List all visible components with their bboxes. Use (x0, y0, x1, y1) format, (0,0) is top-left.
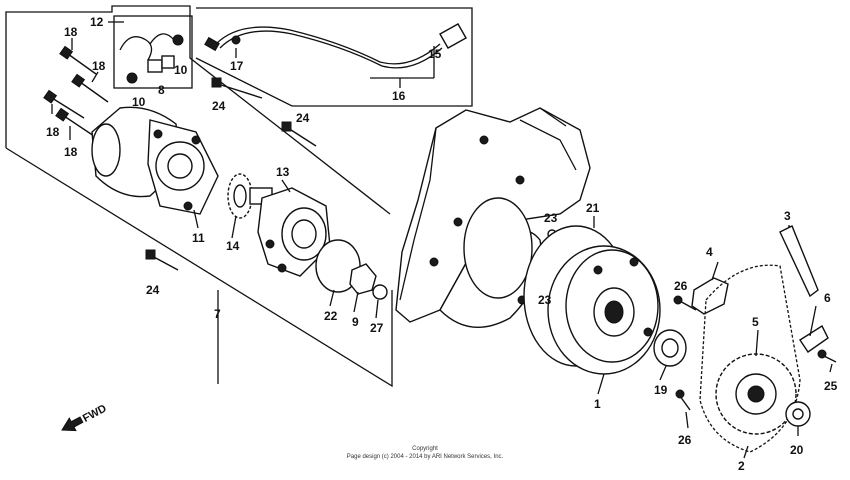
label-4: 4 (706, 245, 713, 259)
washer-9 (349, 263, 377, 295)
label-1: 1 (594, 397, 601, 411)
fwd-label: FWD (81, 403, 109, 425)
leader-lines (51, 21, 833, 459)
fwd-indicator: FWD (61, 403, 109, 432)
label-24b: 24 (296, 111, 310, 125)
label-26a: 26 (674, 279, 688, 293)
label-18d: 18 (64, 145, 78, 159)
label-19: 19 (654, 383, 668, 397)
brush-parts (119, 33, 184, 84)
label-21: 21 (586, 201, 600, 215)
label-18b: 18 (92, 59, 106, 73)
starter-gear-14 (227, 173, 273, 219)
starter-cable (204, 23, 467, 69)
label-18c: 18 (46, 125, 60, 139)
label-12: 12 (90, 15, 104, 29)
label-13: 13 (276, 165, 290, 179)
label-17: 17 (230, 59, 244, 73)
label-27: 27 (370, 321, 384, 335)
label-24c: 24 (146, 283, 160, 297)
label-18a: 18 (64, 25, 78, 39)
label-10a: 10 (132, 95, 146, 109)
brush-kit-box (113, 15, 193, 89)
starter-group-outline (5, 5, 393, 388)
label-14: 14 (226, 239, 240, 253)
label-2: 2 (738, 459, 745, 473)
label-26b: 26 (678, 433, 692, 447)
label-25: 25 (824, 379, 838, 393)
cable-group-box (195, 7, 473, 107)
label-23a: 23 (544, 211, 558, 225)
label-22: 22 (324, 309, 338, 323)
label-3: 3 (784, 209, 791, 223)
label-9: 9 (352, 315, 359, 329)
label-10b: 10 (174, 63, 188, 77)
plate-6 (799, 324, 829, 353)
tensioner-3 (779, 225, 819, 298)
copyright-line1: Copyright (412, 446, 438, 452)
sprocket-5 (715, 353, 797, 435)
label-11: 11 (192, 231, 205, 245)
label-20: 20 (790, 443, 804, 457)
starter-motor (91, 106, 219, 215)
collar-27 (372, 284, 388, 300)
label-24a: 24 (212, 99, 226, 113)
side-cover-1 (547, 245, 661, 375)
bolt-24-group (145, 77, 317, 271)
reduction-housing-13 (257, 187, 331, 277)
label-7: 7 (214, 307, 221, 321)
label-23b: 23 (538, 293, 552, 307)
label-5: 5 (752, 315, 759, 329)
label-8: 8 (158, 83, 165, 97)
label-6: 6 (824, 291, 831, 305)
bolt-18-group (43, 45, 109, 137)
label-15: 15 (428, 47, 442, 61)
copyright-line2: Page design (c) 2004 - 2014 by ARI Netwo… (347, 454, 504, 460)
label-16: 16 (392, 89, 406, 103)
part-labels: 1 2 3 4 5 6 7 8 9 10 10 11 12 13 14 15 1… (46, 15, 838, 473)
